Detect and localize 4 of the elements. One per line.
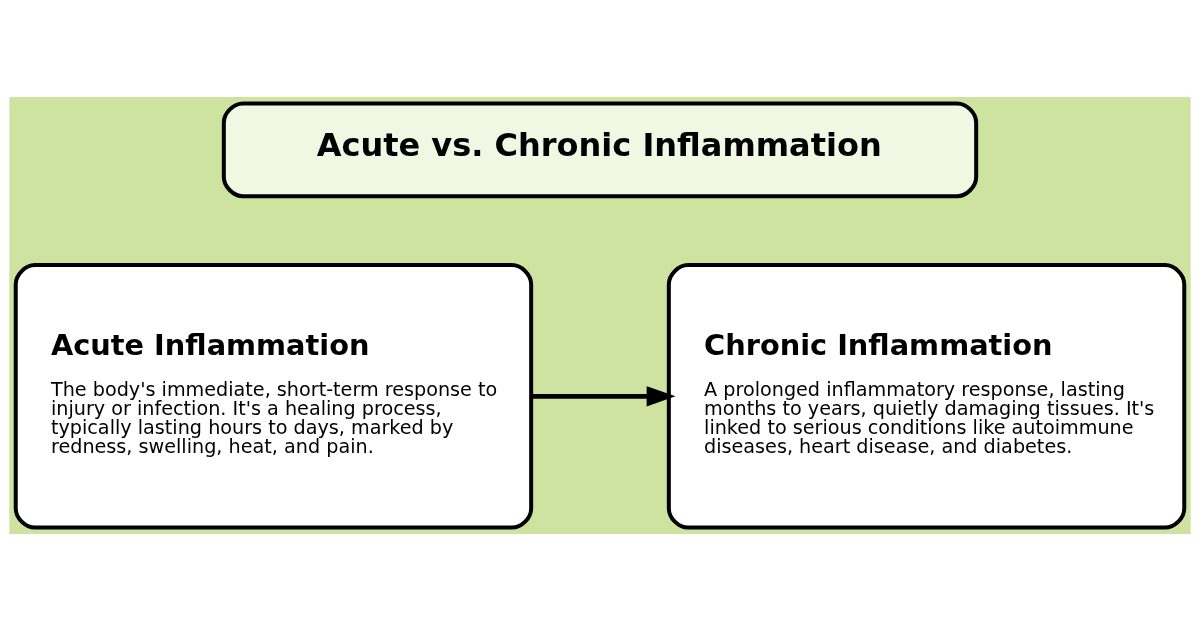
node-box: Chronic Inflammation A prolonged inflammatory response, lasting months to years, quietly damaging tissues. It's linked to serious conditions like autoimmune diseases, heart disease, and diabetes. — [666, 262, 1187, 530]
node-box: Acute vs. Chronic Inflammation — [221, 100, 979, 198]
node-box: Acute Inflammation The body's immediate, short-term response to injury or infection. It's a healing process, typically lasting hours to days, marked by redness, swelling, heat, and pain. — [13, 262, 534, 530]
arrow — [531, 385, 676, 406]
